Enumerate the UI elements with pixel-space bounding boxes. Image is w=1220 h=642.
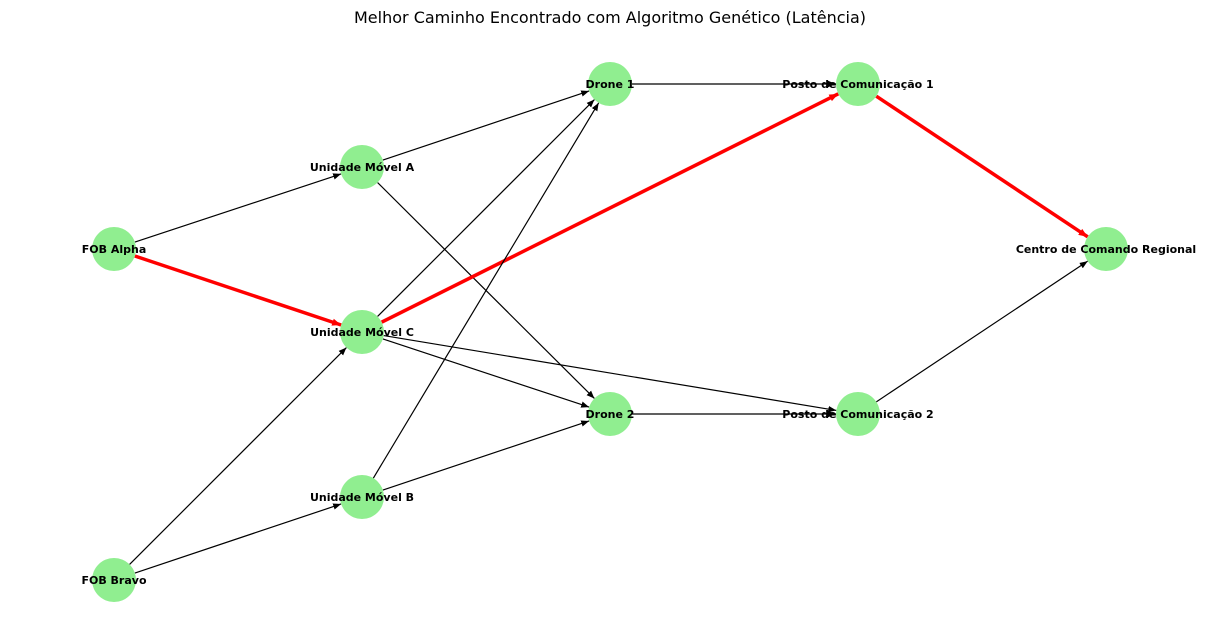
node-fob_alpha (92, 227, 136, 271)
node-label-posto1: Posto de Comunicação 1 (782, 78, 933, 91)
node-label-fob_alpha: FOB Alpha (82, 243, 147, 256)
node-unidade_c (340, 310, 384, 354)
node-posto1 (836, 62, 880, 106)
node-label-drone2: Drone 2 (586, 408, 635, 421)
edge-unidade_b-to-drone1 (372, 102, 600, 479)
node-label-unidade_c: Unidade Móvel C (310, 326, 414, 339)
best-path-edge-posto1-to-centro (875, 94, 1089, 239)
node-drone1 (588, 62, 632, 106)
edge-unidade_c-to-drone1 (377, 99, 595, 317)
node-label-fob_bravo: FOB Bravo (81, 574, 146, 587)
node-label-drone1: Drone 1 (586, 78, 635, 91)
node-unidade_a (340, 145, 384, 189)
edge-fob_alpha-to-unidade_a (134, 173, 342, 243)
node-label-unidade_a: Unidade Móvel A (310, 161, 415, 174)
node-label-posto2: Posto de Comunicação 2 (782, 408, 933, 421)
edge-unidade_c-to-drone2 (382, 338, 590, 408)
edge-unidade_c-to-posto2 (383, 334, 837, 413)
node-centro (1084, 227, 1128, 271)
node-label-unidade_b: Unidade Móvel B (310, 491, 414, 504)
best-path-edge-unidade_c-to-posto1 (380, 92, 840, 324)
node-unidade_b (340, 475, 384, 519)
edge-unidade_b-to-drone2 (382, 420, 590, 491)
edge-unidade_a-to-drone1 (382, 90, 590, 161)
best-path-edge-fob_alpha-to-unidade_c (134, 254, 342, 327)
edge-fob_bravo-to-unidade_c (129, 347, 347, 565)
node-posto2 (836, 392, 880, 436)
node-fob_bravo (92, 558, 136, 602)
node-drone2 (588, 392, 632, 436)
node-label-centro: Centro de Comando Regional (1016, 243, 1196, 256)
edge-fob_bravo-to-unidade_b (134, 503, 342, 574)
edge-posto2-to-centro (875, 260, 1089, 403)
diagram-title: Melhor Caminho Encontrado com Algoritmo … (354, 8, 866, 27)
